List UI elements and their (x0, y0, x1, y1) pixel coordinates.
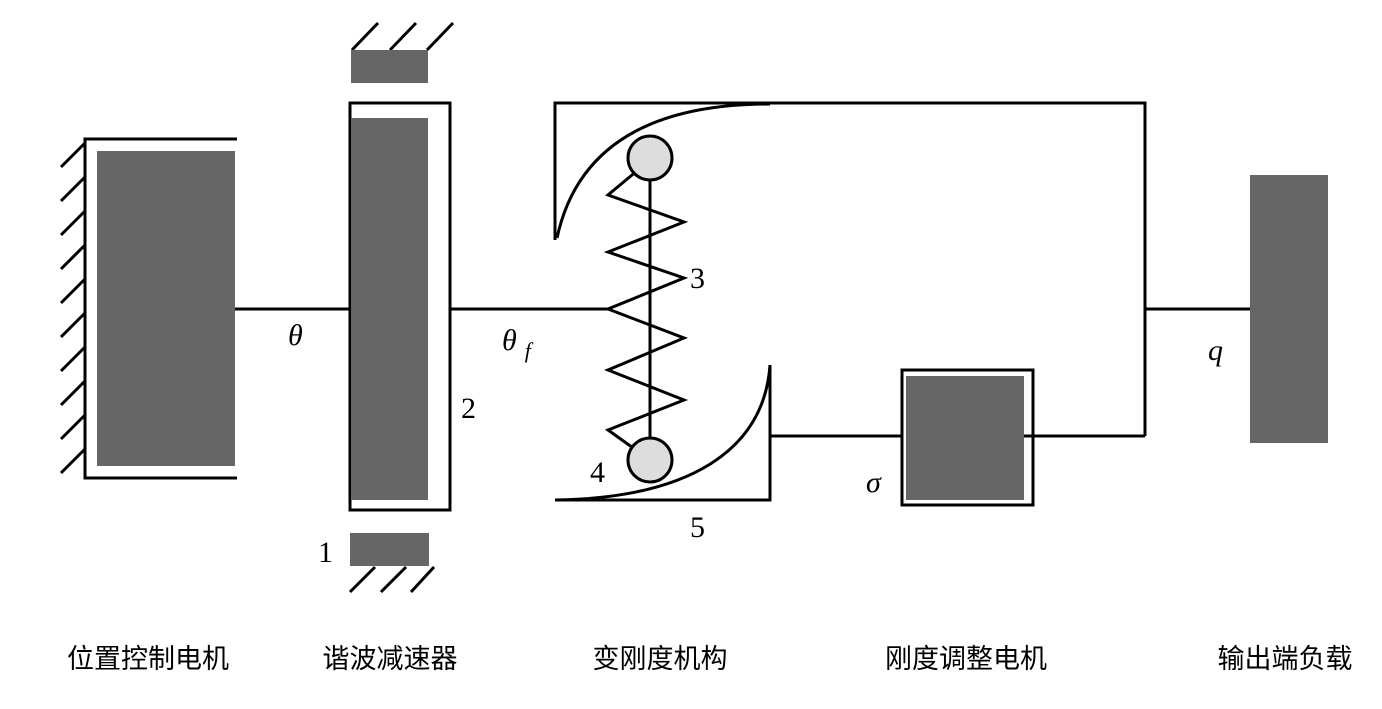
caption-stiffness-adjustment-motor: 刚度调整电机 (885, 644, 1047, 675)
caption-position-control-motor: 位置控制电机 (67, 644, 229, 675)
part-number-1: 1 (318, 536, 333, 569)
caption-output-load: 输出端负载 (1218, 644, 1353, 675)
reducer-body-block (351, 118, 428, 500)
part-number-5: 5 (690, 511, 705, 544)
caption-harmonic-reducer: 谐波减速器 (323, 644, 458, 675)
q-label: q (1208, 334, 1223, 367)
motor-rotor-block (97, 151, 235, 466)
variable-stiffness-mechanism (553, 101, 1147, 502)
lower-cam-curve (554, 364, 772, 502)
harmonic-reducer (348, 21, 455, 594)
position-control-motor (59, 137, 237, 480)
component-captions: 位置控制电机 谐波减速器 变刚度机构 刚度调整电机 输出端负载 (67, 644, 1353, 675)
upper-cam-frame (553, 101, 1147, 436)
stiffness-motor-block (906, 376, 1024, 500)
upper-roller (626, 134, 674, 182)
theta-f-symbol: θ (502, 324, 517, 357)
stiffness-adjustment-motor (900, 368, 1035, 507)
sigma-label: σ (866, 466, 882, 499)
top-ground (350, 21, 455, 83)
theta-f-subscript: f (525, 338, 534, 363)
part-number-2: 2 (461, 392, 476, 425)
output-load-block (1250, 175, 1328, 443)
theta-label: θ (288, 319, 303, 352)
motor-housing (83, 137, 237, 480)
spring (603, 158, 689, 462)
bottom-ground (348, 533, 436, 594)
lower-cam-frame (555, 365, 772, 502)
ground-wall-hatching (59, 141, 87, 475)
upper-cam-curve (555, 102, 771, 239)
part-number-4: 4 (590, 456, 605, 489)
part-number-3: 3 (690, 262, 705, 295)
caption-variable-stiffness-mechanism: 变刚度机构 (593, 644, 728, 675)
lower-roller (626, 436, 674, 484)
